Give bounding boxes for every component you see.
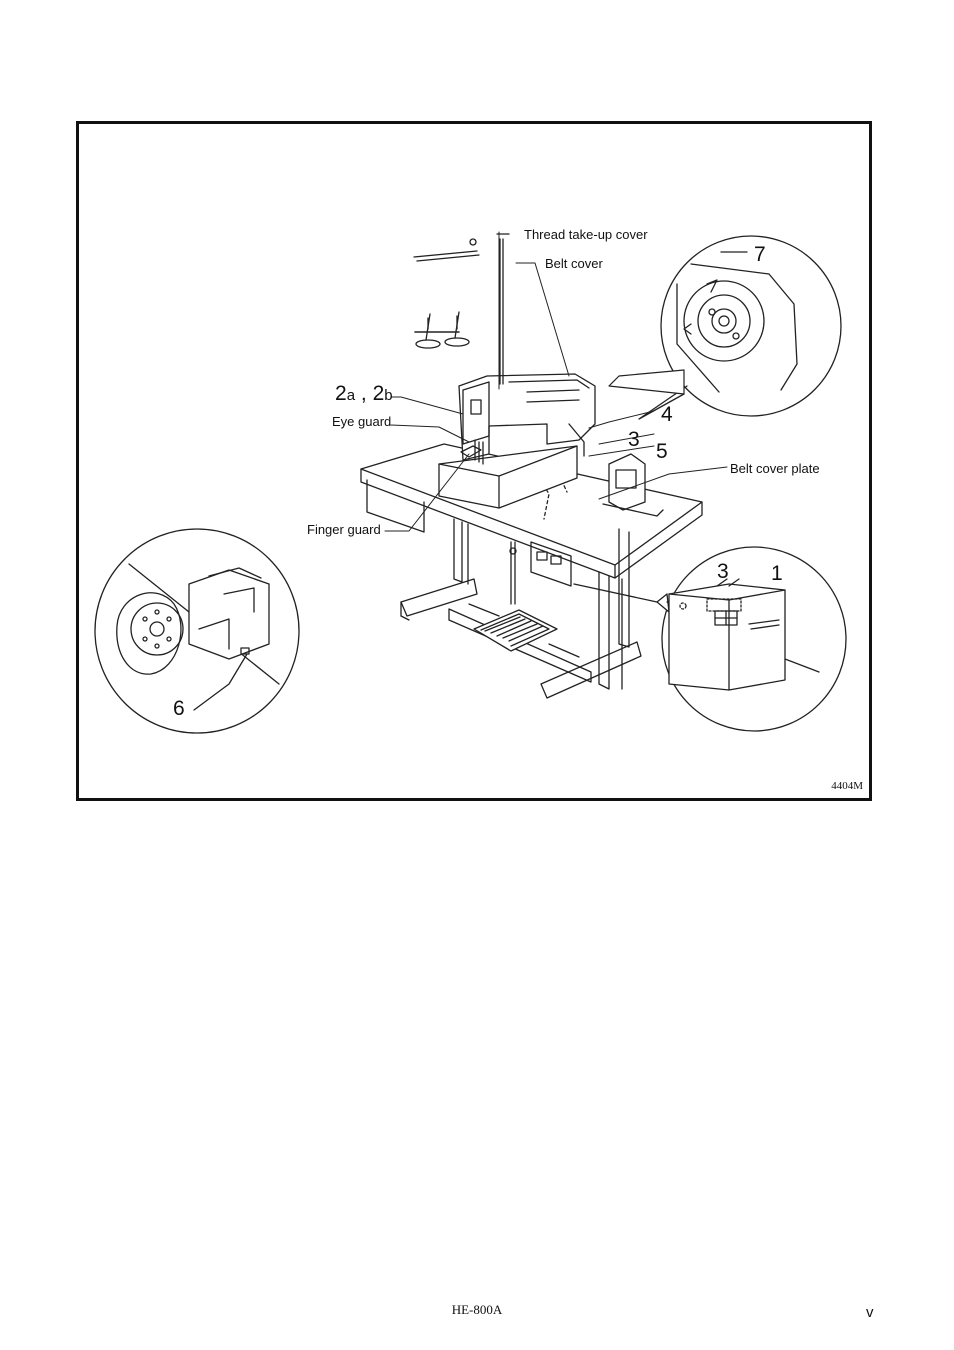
callout-1: 1 xyxy=(771,562,783,585)
callout-2a-number: 2 xyxy=(335,382,347,405)
control-box-inset xyxy=(573,546,847,732)
callout-2a-2b: 2a , 2b xyxy=(335,383,393,404)
thread-takeup-cover-label: Thread take-up cover xyxy=(524,227,648,242)
belt-cover-inset xyxy=(608,235,842,420)
eye-guard-label: Eye guard xyxy=(332,414,392,429)
callout-2b-number: 2 xyxy=(372,382,385,405)
motor-pulley-inset xyxy=(94,528,300,734)
footer-model-name: HE-800A xyxy=(451,1302,503,1317)
safety-figure-frame: Thread take-up cover Belt cover Eye guar… xyxy=(76,121,872,801)
callout-4: 4 xyxy=(661,403,673,426)
belt-cover-label: Belt cover xyxy=(545,256,603,271)
callout-3-box: 3 xyxy=(717,560,729,583)
sewing-head-illustration xyxy=(413,233,664,517)
callout-2b-suffix: b xyxy=(384,387,393,404)
callout-6: 6 xyxy=(173,697,185,720)
page-number: v xyxy=(866,1304,874,1321)
belt-cover-plate-label: Belt cover plate xyxy=(730,461,820,476)
callout-3-top: 3 xyxy=(628,428,640,451)
callout-comma: , xyxy=(360,382,367,405)
finger-guard-label: Finger guard xyxy=(307,522,381,537)
callout-2a-suffix: a xyxy=(346,387,356,404)
machine-illustration xyxy=(94,231,847,734)
callout-7: 7 xyxy=(754,243,766,266)
figure-code: 4404M xyxy=(831,780,863,792)
callout-5: 5 xyxy=(656,440,668,463)
